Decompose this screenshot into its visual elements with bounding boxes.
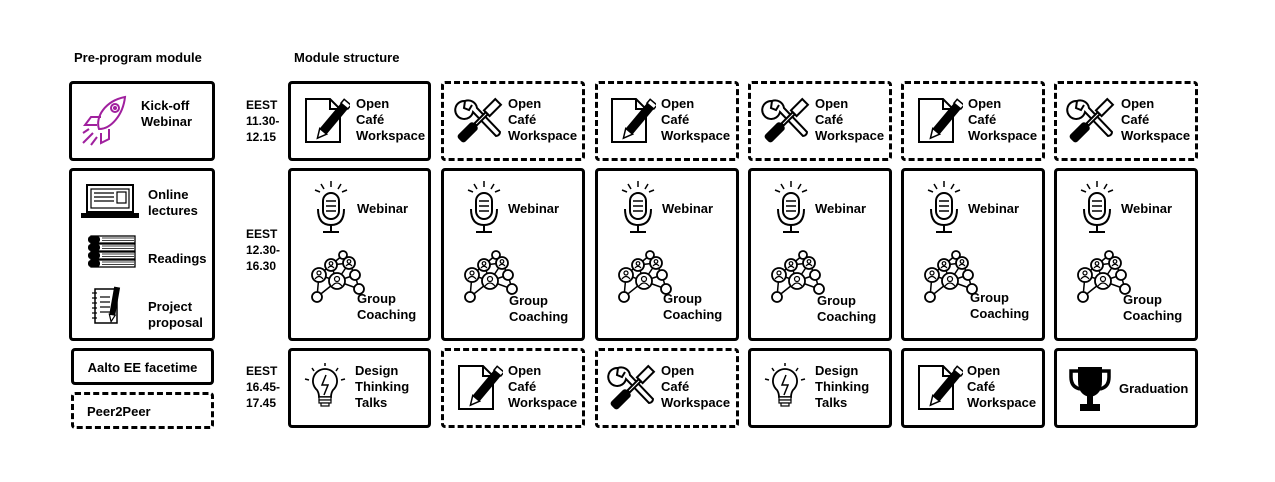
- cell-r2-c6: Webinar Group Coaching: [1054, 168, 1198, 341]
- time-label-row1: EEST 11.30- 12.15: [246, 98, 280, 144]
- pre-program-heading: Pre-program module: [74, 50, 202, 65]
- module-structure-heading: Module structure: [294, 50, 400, 65]
- lightbulb-icon: [303, 363, 347, 411]
- wrench-screwdriver-icon: [607, 363, 657, 413]
- microphone-icon: [924, 179, 964, 235]
- trophy-icon: [1069, 367, 1111, 411]
- cell-r1-c3: Open Café Workspace: [595, 81, 739, 161]
- webinar-label: Webinar: [968, 201, 1020, 216]
- facetime-box: Aalto EE facetime: [71, 348, 214, 385]
- cell-r2-c3: Webinar Group Coaching: [595, 168, 739, 341]
- open-cafe-label: Open Café Workspace: [815, 96, 885, 143]
- cell-r3-c4: Design Thinking Talks: [748, 348, 892, 428]
- document-pencil-icon: [913, 363, 963, 413]
- design-thinking-label: Design Thinking Talks: [355, 363, 410, 410]
- cell-r1-c4: Open Café Workspace: [748, 81, 892, 161]
- webinar-label: Webinar: [662, 201, 714, 216]
- pre-program-content-box: Online lectures Readings: [69, 168, 215, 341]
- kickoff-label: Kick-off Webinar: [141, 98, 193, 129]
- group-coaching-label: Group Coaching: [817, 293, 877, 324]
- microphone-icon: [771, 179, 811, 235]
- notebook-pencil-icon: [92, 286, 121, 324]
- open-cafe-label: Open Café Workspace: [1121, 96, 1191, 143]
- wrench-screwdriver-icon: [454, 96, 504, 146]
- kickoff-webinar-box: Kick-off Webinar: [69, 81, 215, 161]
- cell-r3-c6: Graduation: [1054, 348, 1198, 428]
- open-cafe-label: Open Café Workspace: [508, 363, 578, 410]
- open-cafe-label: Open Café Workspace: [967, 363, 1037, 410]
- open-cafe-label: Open Café Workspace: [508, 96, 578, 143]
- microphone-icon: [311, 179, 351, 235]
- group-coaching-label: Group Coaching: [357, 291, 417, 322]
- webinar-label: Webinar: [815, 201, 867, 216]
- cell-r1-c5: Open Café Workspace: [901, 81, 1045, 161]
- cell-r2-c4: Webinar Group Coaching: [748, 168, 892, 341]
- online-lectures-label: Online lectures: [148, 187, 198, 218]
- cell-r2-c1: Webinar Group Coaching: [288, 168, 431, 341]
- group-coaching-label: Group Coaching: [1123, 292, 1183, 323]
- project-proposal-label: Project proposal: [148, 299, 203, 330]
- cell-r2-c5: Webinar Group Coaching: [901, 168, 1045, 341]
- books-icon: [88, 235, 136, 268]
- readings-label: Readings: [148, 251, 207, 266]
- document-pencil-icon: [453, 363, 503, 413]
- wrench-screwdriver-icon: [1066, 96, 1116, 146]
- cell-r2-c2: Webinar Group Coaching: [441, 168, 585, 341]
- webinar-label: Webinar: [357, 201, 409, 216]
- group-coaching-label: Group Coaching: [509, 293, 569, 324]
- microphone-icon: [618, 179, 658, 235]
- cell-r3-c5: Open Café Workspace: [901, 348, 1045, 428]
- open-cafe-label: Open Café Workspace: [661, 96, 731, 143]
- facetime-label: Aalto EE facetime: [87, 360, 198, 375]
- document-pencil-icon: [300, 96, 350, 146]
- peer2peer-label: Peer2Peer: [87, 404, 151, 419]
- webinar-label: Webinar: [1121, 201, 1173, 216]
- open-cafe-label: Open Café Workspace: [356, 96, 426, 143]
- document-pencil-icon: [913, 96, 963, 146]
- rocket-icon: [82, 95, 127, 146]
- group-coaching-label: Group Coaching: [663, 291, 723, 322]
- cell-r3-c2: Open Café Workspace: [441, 348, 585, 428]
- graduation-label: Graduation: [1119, 381, 1189, 396]
- time-label-row3: EEST 16.45- 17.45: [246, 364, 281, 410]
- laptop-icon: [81, 184, 139, 218]
- document-pencil-icon: [606, 96, 656, 146]
- open-cafe-label: Open Café Workspace: [661, 363, 731, 410]
- microphone-icon: [464, 179, 504, 235]
- cell-r3-c1: Design Thinking Talks: [288, 348, 431, 428]
- group-coaching-label: Group Coaching: [970, 290, 1030, 321]
- lightbulb-icon: [763, 363, 807, 411]
- cell-r1-c2: Open Café Workspace: [441, 81, 585, 161]
- microphone-icon: [1077, 179, 1117, 235]
- open-cafe-label: Open Café Workspace: [968, 96, 1038, 143]
- cell-r1-c1: Open Café Workspace: [288, 81, 431, 161]
- peer2peer-box: Peer2Peer: [71, 392, 214, 429]
- webinar-label: Webinar: [508, 201, 560, 216]
- cell-r1-c6: Open Café Workspace: [1054, 81, 1198, 161]
- cell-r3-c3: Open Café Workspace: [595, 348, 739, 428]
- wrench-screwdriver-icon: [761, 96, 811, 146]
- time-label-row2: EEST 12.30- 16.30: [246, 227, 281, 273]
- design-thinking-label: Design Thinking Talks: [815, 363, 870, 410]
